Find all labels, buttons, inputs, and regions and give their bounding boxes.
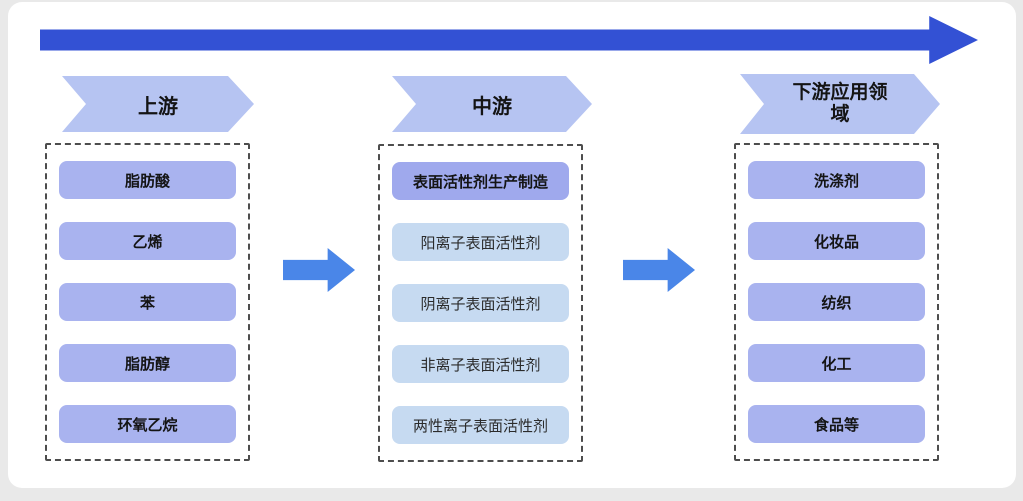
downstream-item: 纺织: [748, 283, 925, 321]
upstream-item: 乙烯: [59, 222, 236, 260]
midstream-item: 阳离子表面活性剂: [392, 223, 569, 261]
upstream-item: 苯: [59, 283, 236, 321]
header-midstream-label: 中游: [472, 95, 512, 118]
header-upstream: 上游: [62, 76, 254, 132]
midstream-item: 表面活性剂生产制造: [392, 162, 569, 200]
header-midstream: 中游: [392, 76, 592, 132]
downstream-item: 化妆品: [748, 222, 925, 260]
midstream-item: 阴离子表面活性剂: [392, 284, 569, 322]
downstream-item: 食品等: [748, 405, 925, 443]
header-upstream-label: 上游: [138, 95, 178, 118]
downstream-item: 化工: [748, 344, 925, 382]
downstream-item: 洗涤剂: [748, 161, 925, 199]
upstream-item: 脂肪醇: [59, 344, 236, 382]
midstream-item: 非离子表面活性剂: [392, 345, 569, 383]
upstream-item: 环氧乙烷: [59, 405, 236, 443]
upstream-column: 脂肪酸 乙烯 苯 脂肪醇 环氧乙烷: [45, 143, 250, 461]
downstream-column: 洗涤剂 化妆品 纺织 化工 食品等: [734, 143, 939, 461]
midstream-item: 两性离子表面活性剂: [392, 406, 569, 444]
header-downstream-label: 下游应用领域: [792, 82, 888, 125]
midstream-column: 表面活性剂生产制造 阳离子表面活性剂 阴离子表面活性剂 非离子表面活性剂 两性离…: [378, 144, 583, 462]
upstream-item: 脂肪酸: [59, 161, 236, 199]
header-downstream: 下游应用领域: [740, 74, 940, 134]
